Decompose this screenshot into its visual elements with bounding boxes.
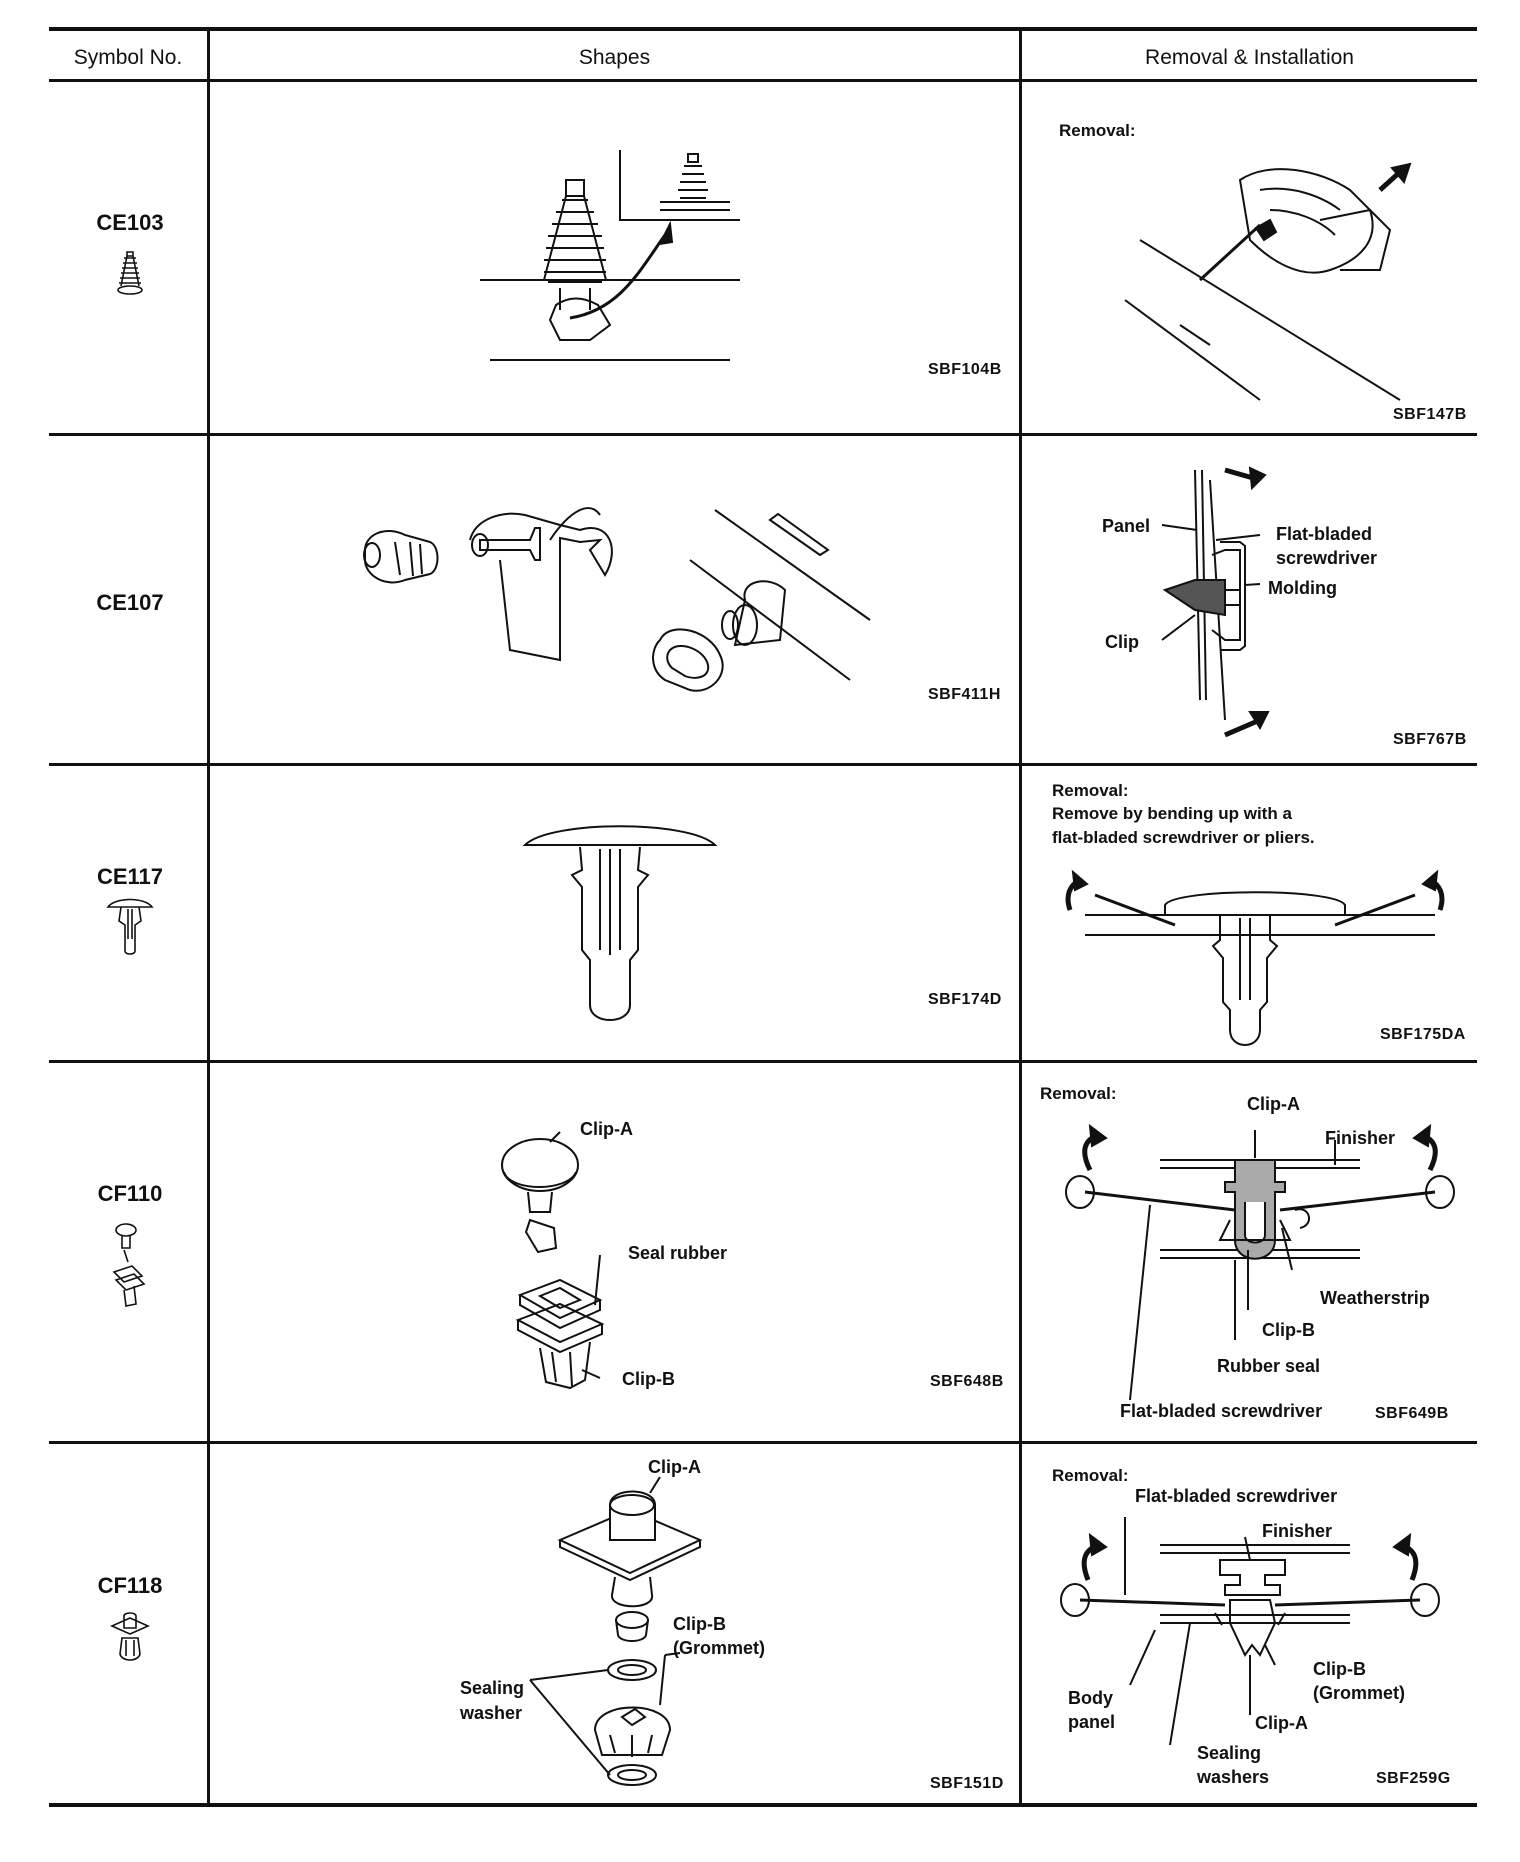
symbol-ce117: CE117 [96,864,164,889]
cf110-label-clip-b: Clip-B [1262,1320,1315,1340]
cf118-shape-label-grommet: (Grommet) [673,1638,766,1658]
cf110-label-flat-bladed-screwdriver: Flat-bladed screwdriver [1120,1401,1323,1421]
cf118-label-sealing: Sealing [1197,1743,1262,1763]
cf118-removal-illustration [1050,1505,1450,1775]
ce107-label-panel: Panel [1102,516,1151,536]
symbol-cf110: CF110 [97,1181,163,1206]
shape-code-sbf648b: SBF648B [930,1373,1004,1390]
cf118-label-body: Body [1068,1688,1113,1708]
ce117-removal-heading: Removal: [1052,781,1129,800]
cf118-label-grommet: (Grommet) [1313,1683,1406,1703]
ce107-label-molding: Molding [1268,578,1337,598]
cf118-label-washers: washers [1197,1767,1270,1787]
symbol-ce107: CE107 [96,590,164,615]
removal-code-sbf259g: SBF259G [1376,1770,1451,1787]
cf110-label-rubber-seal: Rubber seal [1217,1356,1321,1376]
shape-code-sbf151d: SBF151D [930,1775,1004,1792]
removal-code-sbf147b: SBF147B [1393,406,1467,423]
symbol-cf118: CF118 [97,1573,163,1598]
cf110-shape-label-clip-b: Clip-B [622,1369,675,1389]
shape-code-sbf174d: SBF174D [928,991,1002,1008]
symbol-ce103: CE103 [96,210,164,235]
cf118-label-clip-a: Clip-A [1255,1713,1308,1733]
removal-code-sbf649b: SBF649B [1375,1405,1449,1422]
ce103-removal-illustration [1120,150,1420,400]
cf118-symbol-icon [108,1610,152,1664]
column-divider [207,29,210,1805]
cf118-shape-illustration [540,1465,720,1795]
removal-code-sbf767b: SBF767B [1393,731,1467,748]
row-divider [49,1060,1477,1063]
row-divider [49,1441,1477,1444]
ce103-symbol-icon [115,248,145,298]
cf118-label-finisher: Finisher [1262,1521,1333,1541]
ce117-removal-text-line2: flat-bladed screwdriver or pliers. [1052,828,1315,847]
ce107-shape-illustration [350,480,910,720]
cf110-label-clip-a: Clip-A [1247,1094,1300,1114]
table-bottom-border [49,1803,1477,1807]
ce107-label-clip: Clip [1105,632,1139,652]
cf118-shape-label-clip-a: Clip-A [648,1457,701,1477]
ce117-shape-illustration [520,815,720,1025]
cf118-shape-label-washer: washer [460,1703,523,1723]
header-removal-installation: Removal & Installation [1145,46,1354,69]
ce103-removal-heading: Removal: [1059,121,1136,140]
cf118-removal-heading: Removal: [1052,1466,1129,1485]
cf118-label-clip-b: Clip-B [1313,1659,1366,1679]
cf118-shape-label-sealing: Sealing [460,1678,525,1698]
shape-code-sbf104b: SBF104B [928,361,1002,378]
cf110-shape-label-clip-a: Clip-A [580,1119,633,1139]
ce107-removal-illustration [1100,450,1400,740]
ce117-symbol-icon [105,895,155,955]
cf118-label-flat-bladed-screwdriver: Flat-bladed screwdriver [1135,1486,1338,1506]
ce107-label-screwdriver: screwdriver [1276,548,1378,568]
ce107-label-flat-bladed: Flat-bladed [1276,524,1373,544]
cf110-removal-illustration [1060,1110,1460,1410]
row-divider [49,763,1477,766]
row-divider [49,433,1477,436]
shape-code-sbf411h: SBF411H [928,686,1001,703]
header-shapes: Shapes [578,46,651,69]
cf110-shape-illustration [490,1120,650,1390]
column-divider [1019,29,1022,1805]
ce117-removal-text-line1: Remove by bending up with a [1052,804,1292,823]
table-top-border [49,27,1477,31]
cf110-removal-heading: Removal: [1040,1084,1117,1103]
ce103-shape-illustration [470,140,770,370]
header-symbol-no: Symbol No. [73,46,183,69]
ce117-removal-illustration [1055,860,1455,1050]
header-bottom-border [49,79,1477,82]
cf118-shape-label-clip-b: Clip-B [673,1614,726,1634]
cf118-label-panel: panel [1068,1712,1116,1732]
cf110-symbol-icon [108,1220,148,1310]
removal-code-sbf175da: SBF175DA [1380,1026,1466,1043]
cf110-shape-label-seal-rubber: Seal rubber [628,1243,728,1263]
cf110-label-finisher: Finisher [1325,1128,1396,1148]
cf110-label-weatherstrip: Weatherstrip [1320,1288,1430,1308]
